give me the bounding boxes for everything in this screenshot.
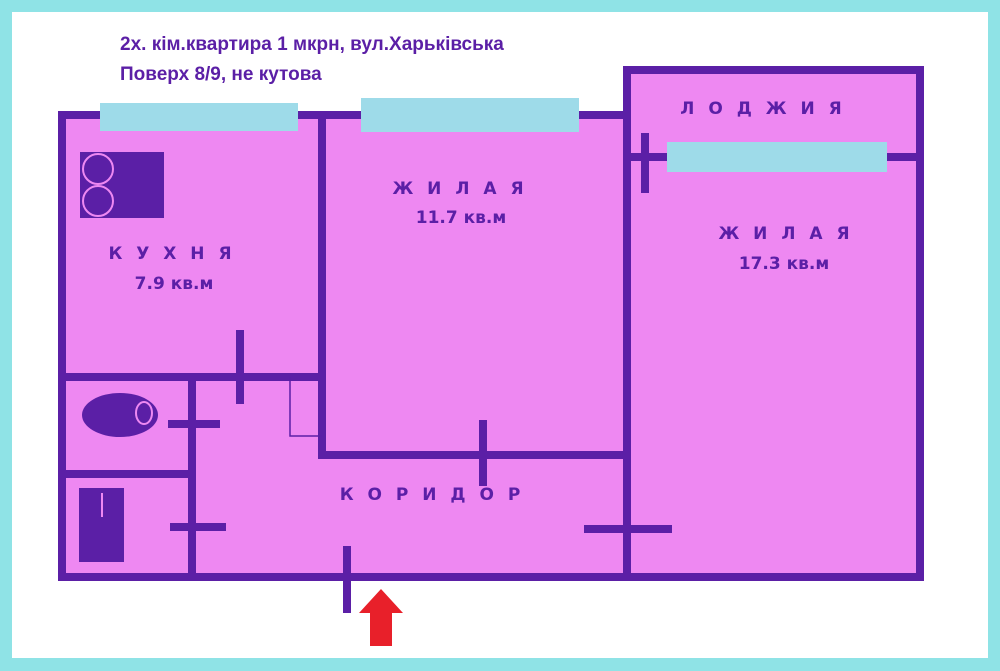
living-large-area: 17.3 кв.м: [739, 254, 830, 274]
loggia-label: Л О Д Ж И Я: [680, 99, 845, 119]
living-small-window: [361, 98, 579, 132]
toilet-icon: [79, 488, 124, 562]
floor-plan: К У Х Н Я 7.9 кв.м Ж И Л А Я 11.7 кв.м Л…: [58, 66, 924, 646]
kitchen-area: 7.9 кв.м: [135, 274, 214, 294]
kitchen-window: [100, 103, 298, 131]
living-small-label: Ж И Л А Я: [392, 179, 527, 199]
kitchen-label: К У Х Н Я: [108, 244, 235, 264]
living-large-window: [667, 142, 887, 172]
bathtub-icon: [82, 393, 158, 437]
entrance-arrow-icon: [359, 589, 403, 646]
niche-outline: [289, 377, 322, 437]
stove-icon: [80, 152, 164, 218]
floor-plan-canvas: 2х. кім.квартира 1 мкрн, вул.Харьківська…: [12, 12, 988, 658]
corridor-label: К О Р И Д О Р: [340, 485, 525, 505]
living-large-label: Ж И Л А Я: [718, 224, 853, 244]
plan-subtitle: Поверх 8/9, не кутова: [120, 64, 322, 85]
doors: [168, 133, 672, 613]
living-small-area: 11.7 кв.м: [416, 208, 507, 228]
plan-title: 2х. кім.квартира 1 мкрн, вул.Харьківська: [120, 34, 504, 55]
